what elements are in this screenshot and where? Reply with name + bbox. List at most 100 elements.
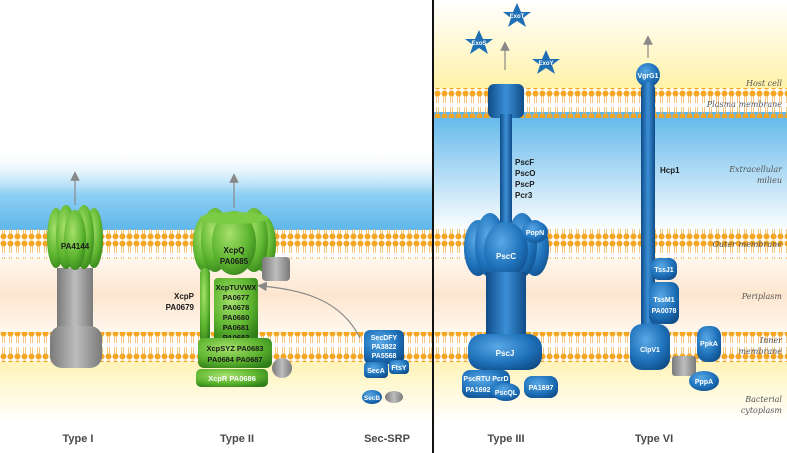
host-cell-zone (433, 0, 787, 88)
secretin-lobe (212, 211, 256, 275)
xcpr-atpase (196, 369, 268, 387)
exoy-star (532, 50, 560, 74)
secdfy-label-2: PA3822 (372, 344, 397, 351)
inner-membrane-label-1: Inner (759, 336, 783, 345)
popn-blob (522, 221, 548, 243)
ftsy-box (389, 360, 409, 374)
vgrg1-label: VgrG1 (637, 73, 658, 80)
type2-gray-plug (262, 257, 290, 281)
pscj-ring (468, 334, 542, 370)
pppa-blob (689, 371, 719, 391)
cytoplasm-label-1: Bacterial (744, 395, 782, 404)
pilus-label-4: PA0680 (223, 313, 250, 322)
tssj1-box (651, 258, 677, 280)
needle-label-4: Pcr3 (515, 191, 533, 200)
pilus-label-6: PA0682 (223, 333, 250, 342)
type1-inner-transporter (50, 326, 102, 368)
atpase-label: XcpR PA0686 (208, 374, 256, 383)
secb-label: SecB (364, 395, 381, 402)
outer-membrane-label: Outer membrane (712, 240, 782, 249)
type3-periplasm-shaft (486, 272, 526, 334)
secdfy-label-3: PA5568 (372, 353, 397, 360)
type2-gray-ball (272, 358, 292, 378)
pscc-lobe (484, 222, 528, 278)
pppa-label: PppA (695, 379, 713, 386)
type2-system: XcpQ PA0685 XcpP PA0679 XcpTUVWX PA0677 … (166, 173, 361, 387)
tssm1-label-1: TssM1 (653, 297, 674, 304)
secdfy-complex (364, 330, 404, 364)
outer-membrane (0, 229, 787, 259)
exot-label: ExoT (510, 14, 525, 20)
pscc-label: PscC (496, 252, 516, 261)
seca-box (364, 362, 388, 378)
xcpsyz-platform (198, 338, 272, 368)
secdfy-label-1: SecDFY (371, 335, 398, 342)
pscj-label: PscJ (496, 349, 515, 358)
pa1697-box (524, 376, 558, 398)
clpv1-label: ClpV1 (640, 347, 660, 354)
tssm1-box (649, 282, 679, 324)
plasma-membrane-label: Plasma membrane (706, 100, 782, 109)
host-cell-label: Host cell (745, 79, 782, 88)
extracellular-label-2: milieu (757, 176, 782, 185)
exoy-label: ExoY (538, 61, 553, 67)
periplasm-label: Periplasm (741, 292, 783, 301)
tssm1-label-2: PA0078 (652, 308, 677, 315)
type6-system: VgrG1 Hcp1 TssJ1 TssM1 PA0078 ClpV1 PpkA… (630, 35, 721, 391)
seca-label: SecA (367, 368, 385, 375)
exos-star (465, 30, 493, 54)
clpv1-box (630, 324, 670, 370)
extracellular-label-1: Extracellular (728, 165, 783, 174)
type1-pore-lobe (64, 210, 86, 270)
ftsy-label: FtsY (391, 365, 407, 372)
exot-star (503, 3, 531, 27)
type1-system: PA4144 (47, 171, 103, 368)
base-label-1: XcpSYZ PA0683 (207, 344, 264, 353)
hcp1-tube (641, 82, 655, 340)
inner-membrane-label-2: membrane (738, 347, 782, 356)
xcpq-label: XcpQ (224, 246, 245, 255)
xcpp-label-2: PA0679 (166, 303, 195, 312)
pscrtu-label-2: PA1692 (466, 387, 491, 394)
needle-label-3: PscP (515, 180, 535, 189)
secretin-top (200, 212, 268, 224)
pscql-blob (492, 383, 520, 401)
hcp1-label: Hcp1 (660, 166, 680, 175)
pscrtu-label-1: PscRTU PcrD (463, 376, 508, 383)
type3-system: ExoT ExoS ExoY PscF PscO PscP Pcr3 PscC … (462, 3, 560, 401)
base-label-2: PA0684 PA0687 (207, 355, 262, 364)
type1-title: Type I (63, 433, 94, 445)
sec-srp-system: SecDFY PA3822 PA5568 SecA FtsY SecB (362, 330, 409, 404)
pilus-label-1: XcpTUVWX (216, 283, 257, 292)
xcpp-label-1: XcpP (174, 292, 195, 301)
extracellular-zone-right (433, 112, 787, 232)
secsrp-title: Sec-SRP (364, 433, 410, 445)
needle-label-1: PscF (515, 158, 534, 167)
secb-blob (362, 390, 382, 404)
tssj1-label: TssJ1 (654, 267, 673, 274)
type3-title: Type III (487, 433, 524, 445)
translocon (488, 84, 524, 118)
xcpp-stalk (200, 268, 210, 342)
type-labels: Type I Type II Sec-SRP Type III Type VI (63, 433, 674, 445)
vgrg1-cap (636, 63, 660, 87)
type1-periplasmic-channel (57, 268, 93, 330)
type6-title: Type VI (635, 433, 673, 445)
type6-gray-connector (672, 356, 696, 376)
cytoplasm-label-2: cytoplasm (741, 406, 783, 415)
type1-pore-label: PA4144 (61, 242, 90, 251)
sec-gray-ball (385, 391, 403, 403)
pilus-label-3: PA0678 (223, 303, 250, 312)
pilus-label-5: PA0681 (223, 323, 250, 332)
pscql-label: PscQL (495, 390, 518, 397)
pilus-label-2: PA0677 (223, 293, 250, 302)
pa1697-label: PA1697 (529, 385, 554, 392)
exos-label: ExoS (471, 41, 486, 47)
region-labels: Host cell Plasma membrane Extracellular … (706, 79, 783, 415)
needle-label-2: PscO (515, 169, 535, 178)
type2-title: Type II (220, 433, 254, 445)
ppka-label: PpkA (700, 341, 718, 348)
ppka-box (697, 326, 721, 362)
type3-needle (500, 114, 512, 224)
